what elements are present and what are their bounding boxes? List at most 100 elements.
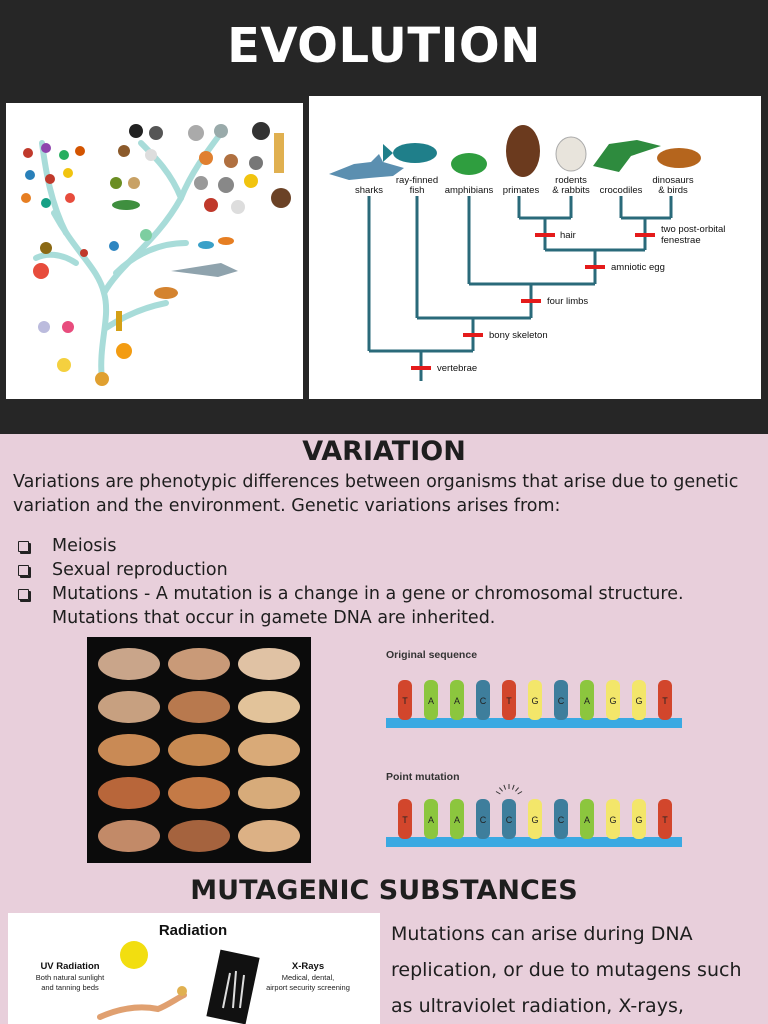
nucleotide-letter: C xyxy=(506,815,513,825)
bird-icon xyxy=(657,148,701,168)
list-item: Mutations - A mutation is a change in a … xyxy=(16,582,761,630)
uv-sub-line2: and tanning beds xyxy=(41,983,99,992)
nucleotide-bar xyxy=(450,680,464,720)
nucleotide-letter: T xyxy=(402,696,408,706)
shell xyxy=(168,648,230,680)
nucleotide-bar xyxy=(398,799,412,839)
taxon-label: & rabbits xyxy=(552,185,590,196)
nucleotide-bar xyxy=(658,680,672,720)
shell xyxy=(238,648,300,680)
nucleotide-letter: C xyxy=(558,696,565,706)
nucleotide-bar xyxy=(528,680,542,720)
trait-label: amniotic egg xyxy=(611,262,665,273)
nucleotide-bar xyxy=(528,799,542,839)
trait-label: hair xyxy=(560,230,576,241)
taxon-label: dinosaurs xyxy=(652,175,693,186)
nucleotide-bar xyxy=(476,799,490,839)
nucleotide-letter: G xyxy=(635,815,642,825)
nucleotide-bar xyxy=(606,680,620,720)
nucleotide-letter: G xyxy=(609,696,616,706)
nucleotide-bar xyxy=(450,799,464,839)
xray-icon xyxy=(206,949,260,1024)
shell xyxy=(168,820,230,852)
xray-title: X-Rays xyxy=(292,961,324,972)
primate-icon xyxy=(506,125,540,177)
nucleotide-letter: G xyxy=(531,815,538,825)
nucleotide-letter: C xyxy=(480,696,487,706)
nucleotide-letter: A xyxy=(454,696,460,706)
taxon-label: primates xyxy=(503,185,540,196)
nucleotide-letter: G xyxy=(635,696,642,706)
shell xyxy=(238,691,300,723)
nucleotide-bar xyxy=(502,799,516,839)
nucleotide-bar xyxy=(502,680,516,720)
nucleotide-bar xyxy=(476,680,490,720)
shell xyxy=(168,691,230,723)
shell xyxy=(98,820,160,852)
shell xyxy=(98,777,160,809)
mutation-highlight-ray xyxy=(511,784,515,790)
mutation-highlight-ray xyxy=(515,787,520,792)
radiation-title: Radiation xyxy=(159,922,227,939)
taxon-label: & birds xyxy=(658,185,688,196)
shell xyxy=(168,777,230,809)
mutation-highlight-ray xyxy=(495,791,501,795)
mutagenic-paragraph: Mutations can arise during DNA replicati… xyxy=(391,923,742,1017)
variation-heading: VARIATION xyxy=(302,436,466,467)
nucleotide-bar xyxy=(424,799,438,839)
taxon-label: ray-finned xyxy=(396,175,438,186)
nucleotide-letter: A xyxy=(428,696,434,706)
taxon-label: amphibians xyxy=(445,185,494,196)
original-sequence-label: Original sequence xyxy=(386,649,477,661)
nucleotide-letter: T xyxy=(662,815,668,825)
nucleotide-bar xyxy=(424,680,438,720)
list-item: Meiosis xyxy=(16,534,761,558)
shell xyxy=(98,691,160,723)
trait-label: vertebrae xyxy=(437,363,477,374)
checkbox-bullet-icon xyxy=(18,565,29,576)
cladogram-image: vertebrae bony skeleton four limbs amnio… xyxy=(309,96,761,399)
shell xyxy=(238,777,300,809)
nucleotide-bar xyxy=(554,799,568,839)
checkbox-bullet-icon xyxy=(18,589,29,600)
point-mutation-diagram: Original sequence Point mutation T A A C T G C… xyxy=(380,640,700,860)
taxon-label: crocodiles xyxy=(600,185,643,196)
radiation-image: Radiation UV Radiation Both natural sunl… xyxy=(8,913,380,1024)
sunbather-icon xyxy=(97,992,187,1020)
shell xyxy=(168,734,230,766)
variation-list: Meiosis Sexual reproduction Mutations - … xyxy=(16,534,761,630)
nucleotide-letter: T xyxy=(662,696,668,706)
shell xyxy=(238,734,300,766)
crocodile-icon xyxy=(593,140,661,172)
header-banner: EVOLUTION xyxy=(0,0,768,434)
nucleotide-letter: A xyxy=(454,815,460,825)
nucleotide-letter: T xyxy=(402,815,408,825)
mutation-highlight-ray xyxy=(498,787,503,792)
mutation-highlight-ray xyxy=(503,784,507,790)
point-mutation-label: Point mutation xyxy=(386,771,460,783)
nucleotide-bar xyxy=(632,680,646,720)
shell xyxy=(98,648,160,680)
nucleotide-bar xyxy=(554,680,568,720)
dna-backbone xyxy=(386,837,682,847)
taxon-label: sharks xyxy=(355,185,383,196)
tree-of-life-image xyxy=(6,103,303,399)
mutagenic-heading: MUTAGENIC SUBSTANCES xyxy=(190,875,578,906)
page-title: EVOLUTION xyxy=(227,18,541,74)
nucleotide-bar xyxy=(580,799,594,839)
checkbox-bullet-icon xyxy=(18,541,29,552)
xray-sub-line2: airport security screening xyxy=(266,983,350,992)
shell-variation-photo xyxy=(87,637,311,863)
fish-icon xyxy=(393,143,437,163)
nucleotide-letter: A xyxy=(584,815,590,825)
nucleotide-letter: A xyxy=(428,815,434,825)
nucleotide-letter: C xyxy=(480,815,487,825)
taxon-label: rodents xyxy=(555,175,587,186)
rabbit-icon xyxy=(555,136,587,172)
nucleotide-bar xyxy=(606,799,620,839)
trait-label: bony skeleton xyxy=(489,330,548,341)
nucleotide-bar xyxy=(658,799,672,839)
trait-label: four limbs xyxy=(547,296,588,307)
shell xyxy=(238,820,300,852)
frog-icon xyxy=(451,153,487,175)
